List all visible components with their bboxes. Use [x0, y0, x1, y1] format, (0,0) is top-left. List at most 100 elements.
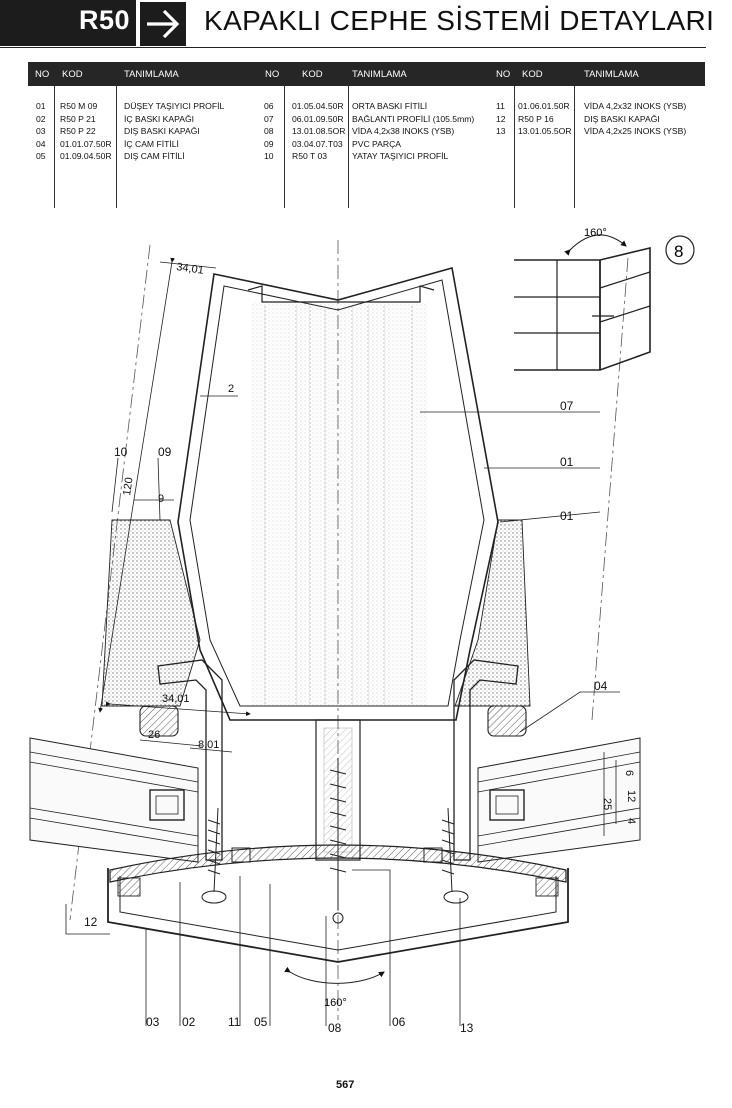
table-cell: VİDA 4,2x32 INOKS (YSB) [584, 101, 687, 111]
col-kod-1: KOD [62, 69, 83, 80]
column-divider [574, 86, 575, 208]
col-no-3: NO [496, 69, 511, 80]
series-code: R50 [78, 5, 130, 35]
table-column-tanim: VİDA 4,2x32 INOKS (YSB) DIŞ BASKI KAPAĞI V… [584, 100, 686, 138]
table-cell: VİDA 4,2x25 INOKS (YSB) [584, 126, 687, 137]
detail-number: 8 [674, 242, 683, 261]
table-cell: 10 [264, 151, 274, 162]
axis-line-right [591, 257, 629, 721]
part-label-04: 04 [594, 679, 608, 693]
table-cell: 05 [36, 151, 46, 162]
dim-6: 6 [623, 770, 635, 776]
dim-2: 2 [228, 383, 234, 395]
col-kod-3: KOD [522, 69, 543, 80]
leader-lines [65, 411, 620, 1026]
column-divider [284, 86, 285, 208]
table-cell: 06 [264, 101, 274, 111]
glass-panel-right [477, 737, 641, 863]
col-kod-2: KOD [302, 69, 323, 80]
table-cell: DIŞ CAM FİTİLİ [124, 151, 185, 162]
part-label-03: 03 [146, 1015, 160, 1029]
dim-34-01: 34,01 [162, 693, 190, 705]
col-no-2: NO [265, 69, 280, 80]
part-label-01b: 01 [560, 509, 574, 523]
column-divider [116, 86, 117, 208]
table-cell: 01.09.04.50R [60, 151, 112, 162]
dim-9: 9 [158, 493, 164, 505]
part-label-11: 11 [228, 1015, 241, 1029]
page-title: KAPAKLI CEPHE SİSTEMİ DETAYLARI [204, 5, 715, 36]
inner-pressure-plate [109, 844, 567, 883]
col-tanim-3: TANIMLAMA [584, 69, 639, 80]
table-cell: 01.05.04.50R [292, 101, 344, 111]
table-cell: YATAY TAŞIYICI PROFİL [352, 151, 449, 162]
column-divider [514, 86, 515, 208]
bottom-angle-label: 160° [324, 997, 347, 1009]
table-cell: 08 [264, 126, 274, 137]
bottom-angle-arc [284, 966, 385, 984]
table-cell: 13.01.05.5OR [518, 126, 572, 137]
table-cell: R50 P 16 [518, 113, 554, 124]
dim-8-01: 8,01 [198, 739, 219, 751]
detail-inset: 160° 8 [514, 227, 695, 371]
mullion-profile [157, 266, 519, 861]
col-tanim-1: TANIMLAMA [124, 69, 179, 80]
series-badge: R50 [0, 0, 136, 46]
table-cell: R50 P 22 [60, 126, 96, 137]
table-cell: 01.06.01.50R [518, 101, 570, 111]
table-cell: 04 [36, 138, 46, 149]
table-column-kod: 01.06.01.50R R50 P 16 13.01.05.5OR [518, 100, 572, 138]
table-cell: R50 T 03 [292, 151, 328, 162]
table-cell: 09 [264, 138, 274, 149]
table-cell: 12 [496, 113, 506, 124]
part-label-10: 10 [114, 445, 128, 459]
page-number: 567 [336, 1079, 355, 1091]
table-cell: 06.01.09.50R [292, 113, 344, 124]
part-label-02: 02 [182, 1015, 196, 1029]
part-label-06: 06 [392, 1015, 406, 1029]
dim-120: 120 [121, 477, 135, 497]
part-label-07: 07 [560, 399, 574, 413]
arrow-right-icon [140, 2, 186, 46]
col-no-1: NO [35, 69, 50, 80]
dim-34-01-top: 34,01 [176, 261, 205, 277]
table-cell: 13.01.08.5OR [292, 126, 346, 137]
column-divider [54, 86, 55, 208]
table-cell: 01 [36, 101, 46, 111]
parts-table: NO KOD TANIMLAMA NO KOD TANIMLAMA NO KOD… [28, 62, 705, 208]
table-cell: 03.04.07.T03 [292, 138, 343, 149]
part-label-01a: 01 [560, 455, 574, 469]
table-cell: DIŞ BASKI KAPAĞI [124, 126, 200, 137]
table-cell: İÇ BASKI KAPAĞI [124, 113, 195, 124]
table-header: NO KOD TANIMLAMA NO KOD TANIMLAMA NO KOD… [28, 62, 705, 86]
table-cell: R50 P 21 [60, 113, 96, 124]
table-cell: R50 M 09 [60, 101, 98, 111]
table-cell: BAĞLANTI PROFİLİ (105.5mm) [352, 113, 475, 124]
dim-25: 25 [601, 798, 613, 810]
table-cell: ORTA BASKI FİTİLİ [352, 101, 428, 111]
column-divider [348, 86, 349, 208]
table-column-tanim: ORTA BASKI FİTİLİ BAĞLANTI PROFİLİ (105.5… [352, 100, 474, 163]
gasket-top-right [487, 705, 527, 737]
dim-4: 4 [625, 818, 637, 824]
insulation-left [101, 519, 201, 707]
glass-panel-left [29, 737, 199, 863]
detail-circle [665, 235, 695, 265]
table-cell: PVC PARÇA [352, 138, 402, 149]
part-label-13: 13 [460, 1021, 474, 1035]
table-cell: 02 [36, 113, 46, 124]
outer-cover-cap [107, 868, 569, 963]
dimension-lines [98, 257, 617, 836]
table-cell: DIŞ BASKI KAPAĞI [584, 113, 660, 124]
table-cell: 03 [36, 126, 46, 137]
dim-12: 12 [625, 790, 637, 802]
part-label-09: 09 [158, 445, 172, 459]
col-tanim-2: TANIMLAMA [352, 69, 407, 80]
